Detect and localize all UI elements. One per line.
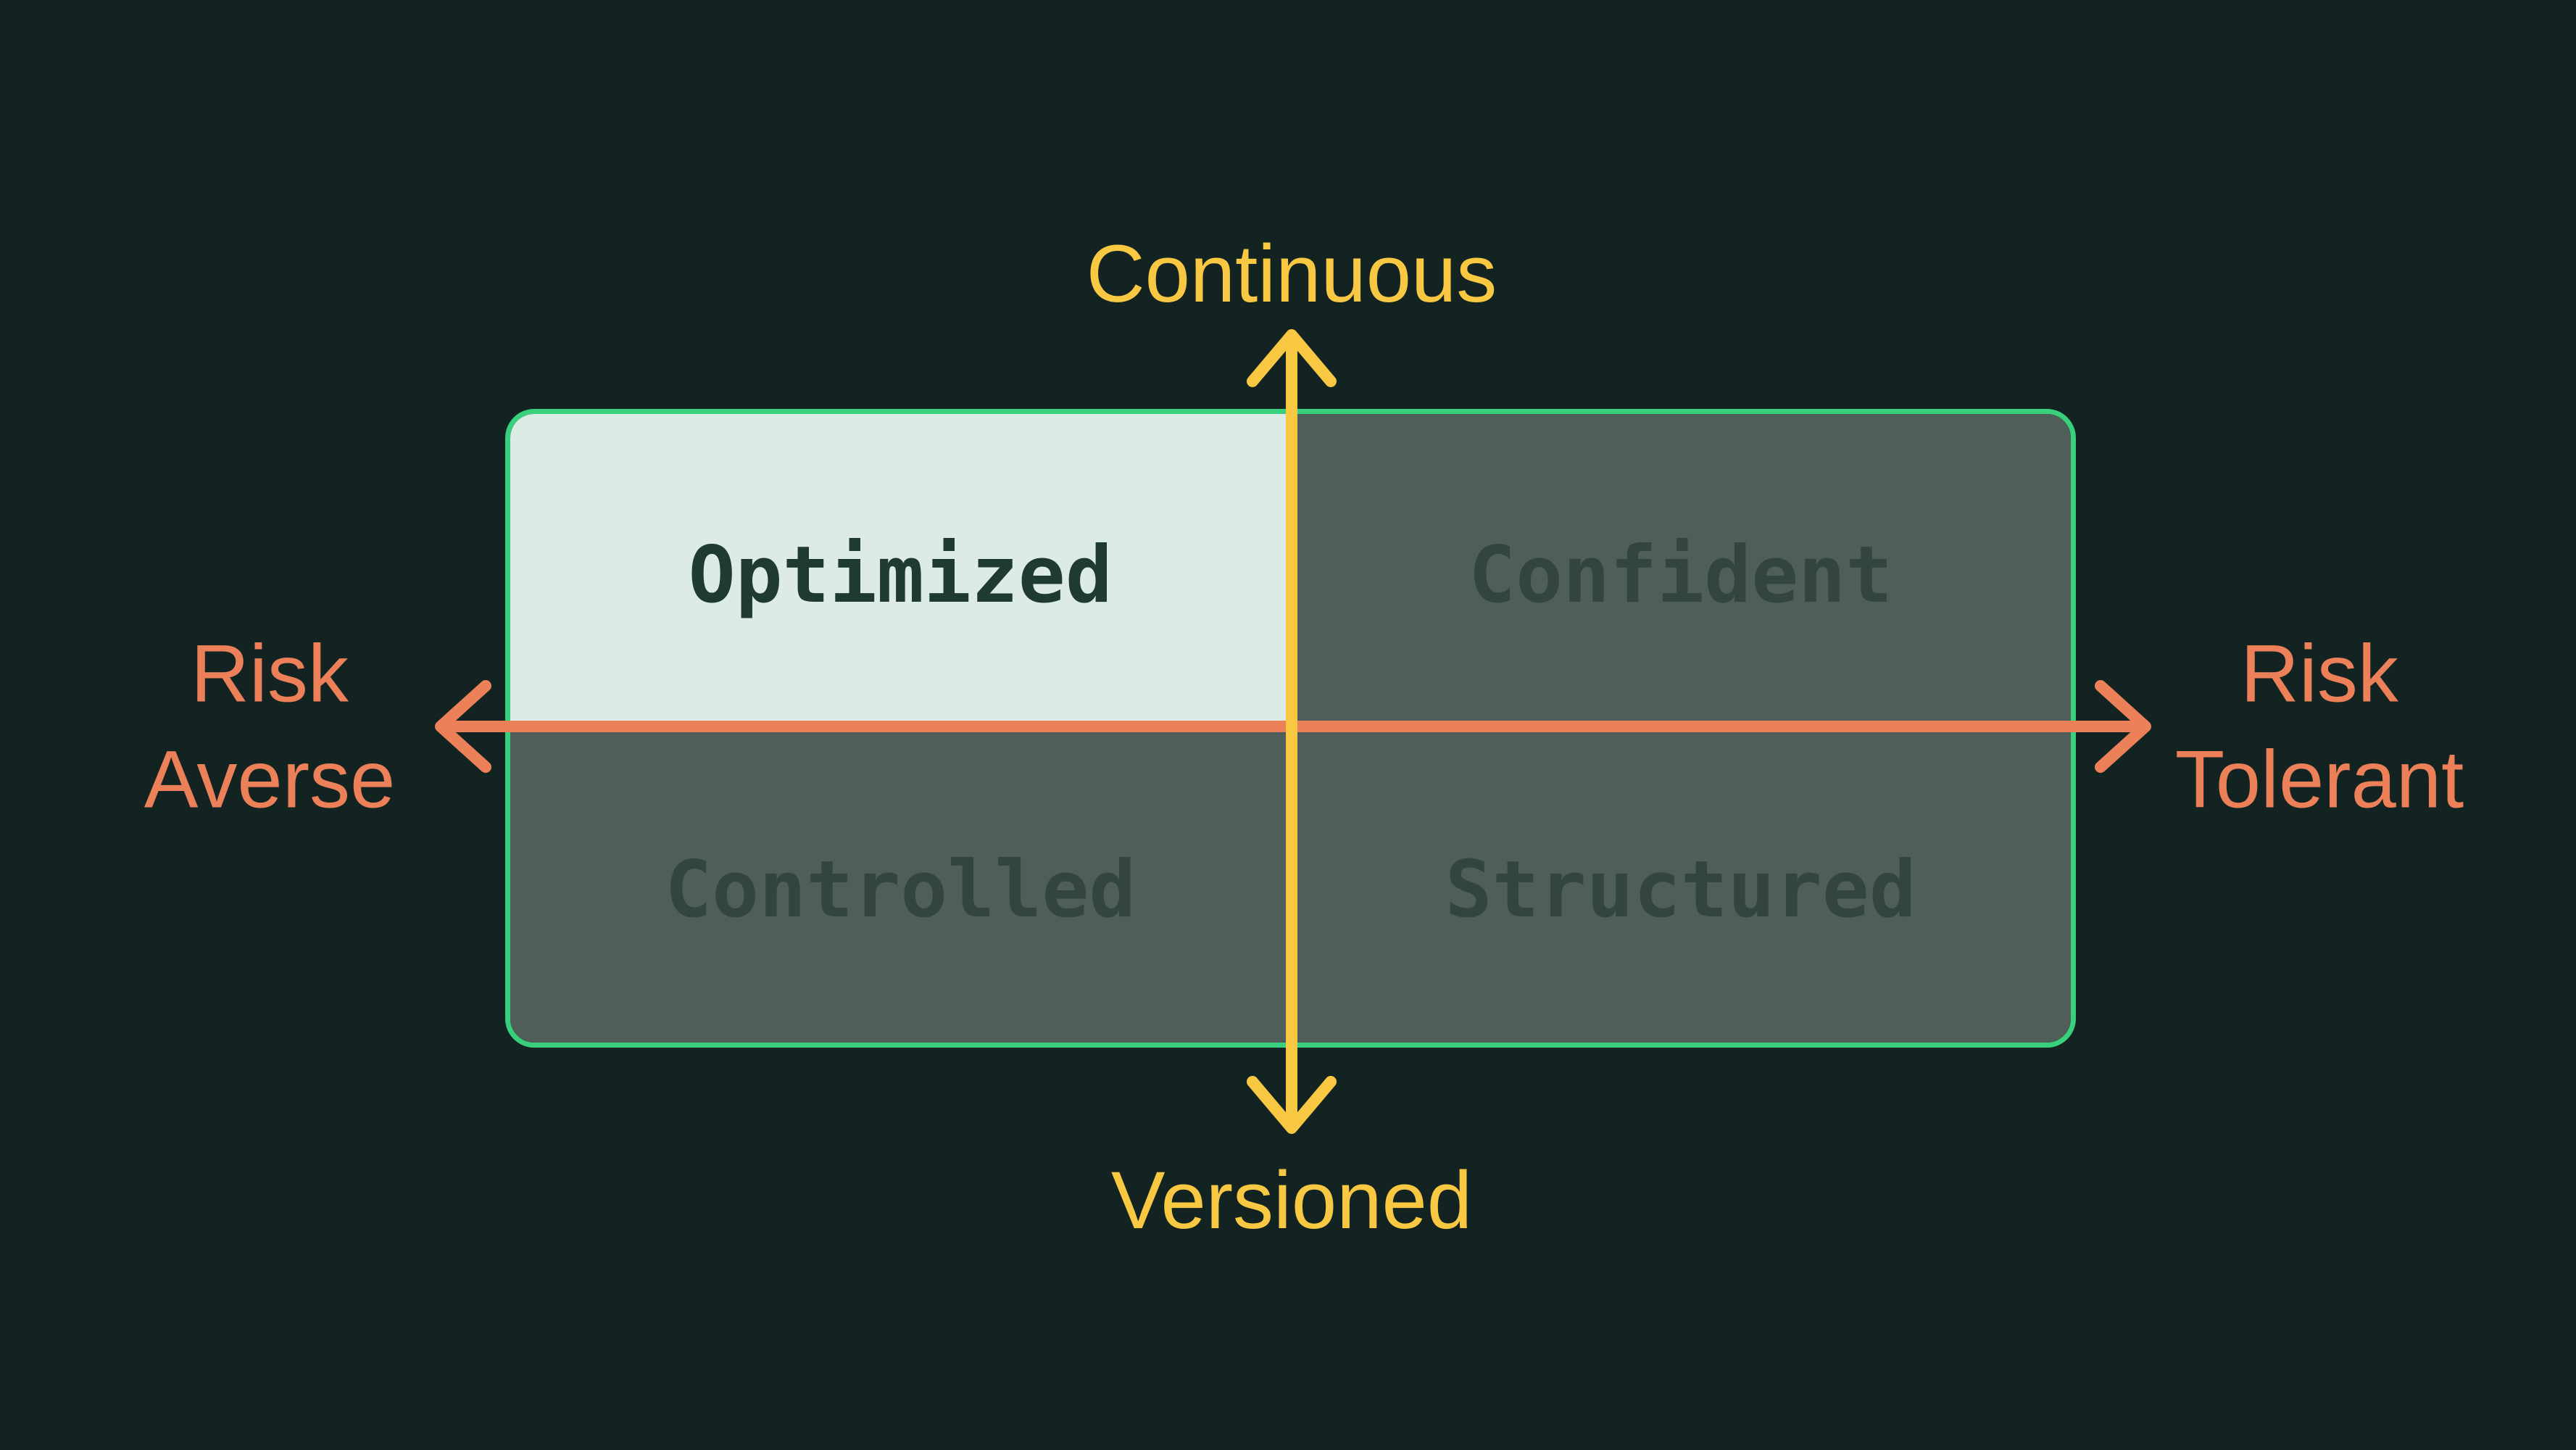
quadrant-label-confident: Confident — [1468, 530, 1893, 621]
horizontal-axis-right-label: Risk Tolerant — [2175, 621, 2464, 832]
quadrant-top-right: Confident — [1290, 414, 2071, 729]
horizontal-axis-left-label: Risk Averse — [144, 621, 396, 832]
vertical-axis-top-label: Continuous — [1086, 228, 1497, 319]
vertical-axis-bottom-label: Versioned — [1110, 1155, 1473, 1246]
horizontal-axis-right-label-line1: Risk — [2240, 628, 2398, 719]
horizontal-axis-right-label-line2: Tolerant — [2174, 734, 2464, 824]
quadrant-label-structured: Structured — [1445, 844, 1916, 935]
quadrant-top-left: Optimized — [510, 414, 1291, 729]
matrix-box: Optimized Confident Controlled Structure… — [505, 409, 2076, 1048]
quadrant-label-optimized: Optimized — [688, 530, 1113, 621]
quadrant-bottom-right: Structured — [1290, 728, 2071, 1043]
horizontal-axis-left-label-line2: Averse — [144, 734, 396, 824]
quadrant-label-controlled: Controlled — [665, 844, 1137, 935]
horizontal-axis-left-label-line1: Risk — [191, 628, 349, 719]
quadrant-bottom-left: Controlled — [510, 728, 1291, 1043]
